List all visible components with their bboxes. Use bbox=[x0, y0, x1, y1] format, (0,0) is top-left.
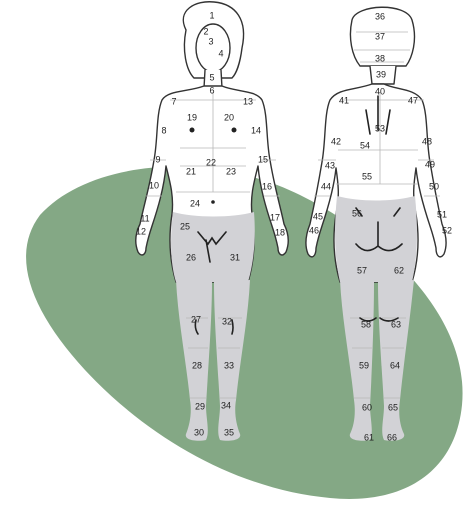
region-label: 45 bbox=[313, 211, 323, 221]
region-label: 59 bbox=[359, 360, 369, 370]
region-label: 37 bbox=[375, 31, 385, 41]
region-label: 20 bbox=[224, 112, 234, 122]
region-label: 56 bbox=[352, 208, 362, 218]
region-label: 11 bbox=[140, 213, 149, 223]
region-label: 39 bbox=[376, 69, 386, 79]
region-label: 52 bbox=[442, 225, 452, 235]
region-label: 21 bbox=[186, 166, 196, 176]
region-label: 41 bbox=[339, 95, 349, 105]
region-label: 17 bbox=[270, 212, 280, 222]
region-label: 2 bbox=[203, 26, 208, 36]
region-label: 54 bbox=[360, 140, 370, 150]
region-label: 65 bbox=[388, 402, 398, 412]
front-left-breast bbox=[190, 128, 195, 133]
region-label: 53 bbox=[375, 123, 385, 133]
region-label: 31 bbox=[230, 252, 240, 262]
region-label: 62 bbox=[394, 265, 404, 275]
region-label: 3 bbox=[208, 36, 213, 46]
region-label: 16 bbox=[262, 181, 272, 191]
region-label: 64 bbox=[390, 360, 400, 370]
region-label: 30 bbox=[194, 427, 204, 437]
region-label: 28 bbox=[192, 360, 202, 370]
region-label: 43 bbox=[325, 160, 335, 170]
region-label: 1 bbox=[209, 10, 214, 20]
region-label: 44 bbox=[321, 181, 331, 191]
region-label: 63 bbox=[391, 319, 401, 329]
region-label: 36 bbox=[375, 11, 385, 21]
region-label: 40 bbox=[375, 86, 385, 96]
region-label: 46 bbox=[309, 225, 319, 235]
region-label: 57 bbox=[357, 265, 367, 275]
region-label: 47 bbox=[408, 95, 418, 105]
region-label: 50 bbox=[429, 181, 439, 191]
region-label: 23 bbox=[226, 166, 236, 176]
region-label: 6 bbox=[209, 85, 214, 95]
region-label: 22 bbox=[206, 157, 216, 167]
region-label: 29 bbox=[195, 401, 205, 411]
region-label: 61 bbox=[364, 432, 374, 442]
region-label: 24 bbox=[190, 198, 200, 208]
region-label: 60 bbox=[362, 402, 372, 412]
region-label: 66 bbox=[387, 432, 397, 442]
region-label: 51 bbox=[437, 209, 447, 219]
region-label: 58 bbox=[361, 319, 371, 329]
region-label: 5 bbox=[209, 72, 214, 82]
region-label: 14 bbox=[251, 125, 261, 135]
region-label: 33 bbox=[224, 360, 234, 370]
region-label: 26 bbox=[186, 252, 196, 262]
region-label: 12 bbox=[136, 226, 146, 236]
region-label: 42 bbox=[331, 136, 341, 146]
region-label: 8 bbox=[161, 125, 166, 135]
region-label: 38 bbox=[375, 53, 385, 63]
region-label: 10 bbox=[149, 180, 159, 190]
region-label: 9 bbox=[155, 154, 160, 164]
back-pelvis-shade bbox=[335, 196, 417, 282]
front-face bbox=[196, 24, 230, 72]
region-label: 25 bbox=[180, 221, 190, 231]
region-label: 18 bbox=[275, 227, 285, 237]
region-label: 27 bbox=[191, 314, 201, 324]
region-label: 48 bbox=[422, 136, 432, 146]
region-label: 7 bbox=[171, 96, 176, 106]
region-label: 49 bbox=[425, 159, 435, 169]
region-label: 13 bbox=[243, 96, 253, 106]
region-label: 35 bbox=[224, 427, 234, 437]
front-navel bbox=[211, 200, 215, 204]
front-right-breast bbox=[232, 128, 237, 133]
region-label: 55 bbox=[362, 171, 372, 181]
region-label: 34 bbox=[221, 400, 231, 410]
region-label: 4 bbox=[218, 48, 223, 58]
region-label: 19 bbox=[187, 112, 197, 122]
region-label: 15 bbox=[258, 154, 268, 164]
region-label: 32 bbox=[222, 316, 232, 326]
